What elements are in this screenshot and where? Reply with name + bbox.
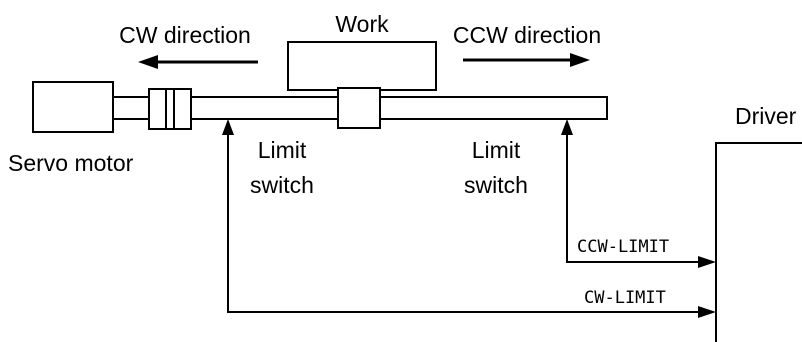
work-block [287,41,437,91]
ball-screw-shaft [190,96,608,120]
cw-direction-label: CW direction [119,22,251,48]
work-slider-nut [337,87,381,129]
ccw-direction-arrow [463,53,590,67]
shaft-coupling [148,88,192,130]
servo-motor-body [32,81,114,133]
ccw-limit-wire [561,119,716,268]
servo-motor-label: Servo motor [8,150,134,176]
motor-shaft [112,96,150,120]
limit-switch-right-label-line2: switch [464,172,528,198]
limit-switch-right-label-line1: Limit [472,137,521,163]
limit-switch-left-label-line1: Limit [258,137,307,163]
ccw-direction-label: CCW direction [453,22,601,48]
work-label: Work [335,11,389,37]
cw-direction-arrow [138,55,258,69]
limit-switch-left-label-line2: switch [250,172,314,198]
ccw-limit-signal-label: CCW-LIMIT [577,237,669,257]
driver-label: Driver [735,103,797,129]
cw-limit-signal-label: CW-LIMIT [584,288,666,308]
cw-limit-wire [222,119,716,318]
driver-box [715,142,802,342]
